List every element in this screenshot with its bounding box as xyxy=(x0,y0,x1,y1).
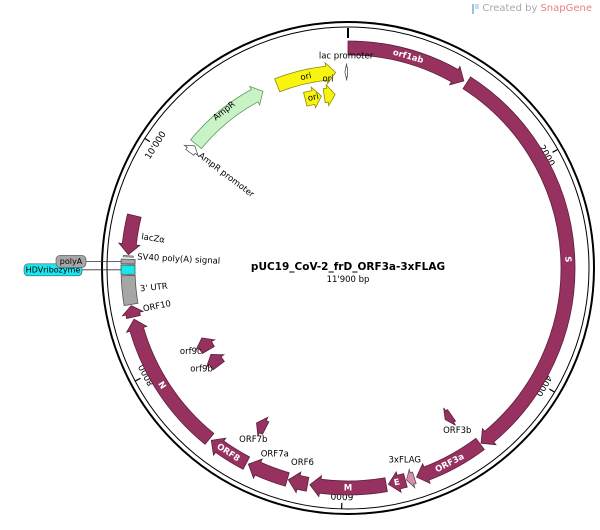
feature-label-orf7a: ORF7a xyxy=(261,450,289,460)
backbone-outer-ring xyxy=(101,21,595,515)
feature-orf7a[interactable] xyxy=(247,458,290,487)
feature-orf10[interactable] xyxy=(121,305,145,319)
watermark-prefix: Created by xyxy=(482,3,538,14)
feature-ori-1[interactable] xyxy=(274,61,337,93)
feature-label-lac-promoter: lac promoter xyxy=(319,52,374,62)
tick-marks: 200040006000800010'000 xyxy=(134,130,559,509)
features xyxy=(117,40,576,498)
snapgene-logo-icon xyxy=(472,3,480,14)
feature-label-m: M xyxy=(344,484,352,494)
feature-utr3[interactable] xyxy=(120,274,139,307)
feature-orf3b[interactable] xyxy=(443,407,457,426)
feature-label-orf9c: orf9c xyxy=(180,347,202,357)
tick-mark-4000 xyxy=(549,388,555,393)
feature-label-ampr-promoter: AmpR promoter xyxy=(196,151,256,200)
feature-e[interactable] xyxy=(387,470,408,494)
feature-ampr[interactable] xyxy=(190,85,264,150)
feature-label-ori-2: ori xyxy=(307,92,320,104)
feature-orf3a[interactable] xyxy=(416,437,485,485)
tick-mark-8000 xyxy=(134,377,141,382)
feature-hdv[interactable] xyxy=(120,264,136,276)
watermark: Created by SnapGene xyxy=(472,3,592,14)
feature-orf1ab[interactable] xyxy=(347,40,465,86)
plasmid-size: 11'900 bp xyxy=(327,275,370,285)
feature-n[interactable] xyxy=(125,318,215,445)
feature-lacza[interactable] xyxy=(117,213,142,256)
tick-mark-2000 xyxy=(552,148,559,153)
feature-label-orf7b: ORF7b xyxy=(239,435,267,445)
feature-label-s: S xyxy=(562,256,572,263)
feature-label-ori-1: ori xyxy=(300,71,313,83)
feature-polya[interactable] xyxy=(120,258,136,265)
feature-label-polya: polyA xyxy=(60,257,83,266)
tick-mark-10-000 xyxy=(144,137,151,143)
backbone xyxy=(101,21,595,515)
callout-box-polya[interactable] xyxy=(55,255,87,268)
feature-orf9b[interactable] xyxy=(205,353,226,371)
feature-orf7b[interactable] xyxy=(256,416,270,438)
feature-label-hdv: HDVribozyme xyxy=(26,265,81,274)
feature-label-ori-3: ori xyxy=(322,75,333,85)
feature-ampr-promoter[interactable] xyxy=(183,144,199,157)
feature-label-orf6: ORF6 xyxy=(291,458,314,468)
backbone-inner-ring xyxy=(106,26,590,510)
watermark-brand: SnapGene xyxy=(540,3,592,14)
plasmid-center-label: pUC19_CoV-2_frD_ORF3a-3xFLAG 11'900 bp xyxy=(251,261,445,285)
feature-3xflag[interactable] xyxy=(406,467,417,489)
feature-label-e: E xyxy=(393,477,401,488)
feature-label-n: N xyxy=(155,380,167,391)
feature-sv40[interactable] xyxy=(122,255,134,258)
feature-label-orf3b: ORF3b xyxy=(443,426,471,436)
feature-ori-3[interactable] xyxy=(322,83,336,107)
feature-label-utr3: 3' UTR xyxy=(140,282,169,295)
feature-orf6[interactable] xyxy=(287,471,310,494)
feature-label-orf9b: orf9b xyxy=(190,365,213,375)
feature-lac-promoter[interactable] xyxy=(344,63,348,81)
feature-label-3xflag: 3xFLAG xyxy=(389,455,422,465)
feature-label-lacza: lacZα xyxy=(141,232,166,245)
feature-ori-2[interactable] xyxy=(303,86,322,109)
feature-label-orf10: ORF10 xyxy=(142,299,172,314)
feature-orf8[interactable] xyxy=(210,437,251,470)
tick-label-6000: 6000 xyxy=(330,490,353,501)
feature-orf9c[interactable] xyxy=(195,337,216,355)
feature-s[interactable] xyxy=(462,76,576,446)
plasmid-name: pUC19_CoV-2_frD_ORF3a-3xFLAG xyxy=(251,261,445,273)
feature-m[interactable] xyxy=(309,474,388,498)
feature-label-sv40: SV40 poly(A) signal xyxy=(137,252,220,266)
